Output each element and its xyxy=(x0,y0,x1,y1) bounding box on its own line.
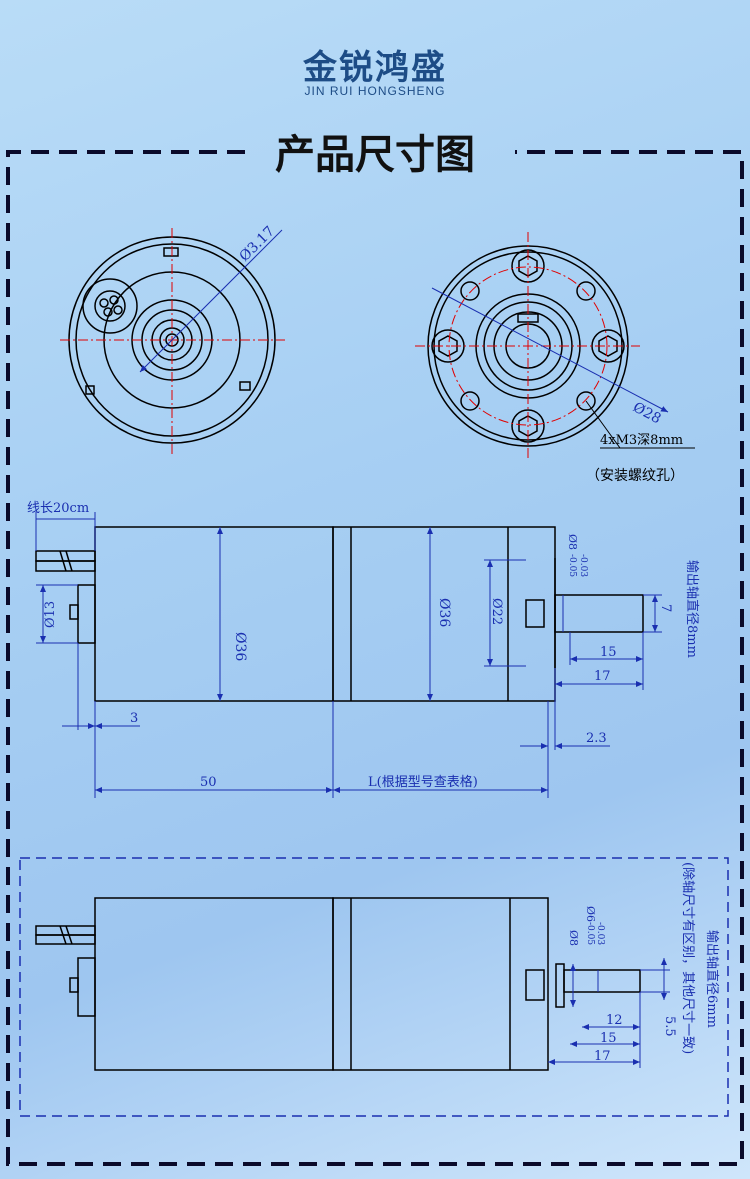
motor-length-label: 50 xyxy=(200,775,217,790)
rear-diameter-label: Ø3.17 xyxy=(237,223,278,264)
offset-3-label: 3 xyxy=(130,711,138,726)
len-17-label: 17 xyxy=(594,1049,611,1064)
front-diameter-leader xyxy=(431,287,669,413)
front-center-lines xyxy=(415,232,640,460)
brand-logo-en: JIN RUI HONGSHENG xyxy=(304,84,446,98)
offset-2-3-label: 2.3 xyxy=(586,731,607,746)
rear-diameter-leader xyxy=(139,229,283,373)
shaft-tol-upper-label: -0.03 xyxy=(578,554,588,577)
rear-center-lines xyxy=(60,228,285,455)
side-view-8mm-dims xyxy=(35,512,662,798)
boss-8-label: Ø8 xyxy=(567,930,580,946)
bearing-diameter-label: Ø13 xyxy=(43,601,58,628)
body-diameter-right-label: Ø36 xyxy=(436,598,452,627)
screw-leader xyxy=(585,400,621,449)
shaft-6mm-note: 输出轴直径6mm xyxy=(704,930,720,1028)
flat-label: 7 xyxy=(658,604,673,612)
shaft-6-tol-upper-label: -0.03 xyxy=(595,922,605,945)
side-view-6mm xyxy=(35,897,641,1071)
shaft-len-17-label: 17 xyxy=(594,669,611,684)
shaft-tol-lower-label: -0.05 xyxy=(567,554,577,577)
shaft-6-diameter-label: Ø6 xyxy=(584,906,597,922)
shaft-6mm-subnote: (除轴尺寸有区别，其他尺寸一致) xyxy=(680,862,695,1054)
outer-frame xyxy=(6,150,744,1166)
len-15-label: 15 xyxy=(600,1031,617,1046)
len-12-label: 12 xyxy=(606,1013,623,1028)
inner-frame xyxy=(19,857,729,1117)
shaft-6-tol-lower-label: -0.05 xyxy=(585,922,595,945)
side-view-6mm-dims xyxy=(548,958,670,1068)
gear-length-label: L(根据型号查表格) xyxy=(368,774,478,790)
shaft-len-15-label: 15 xyxy=(600,645,617,660)
screw-spec-label: 4xM3深8mm xyxy=(600,433,683,448)
side-view-8mm xyxy=(35,526,644,702)
front-diameter-label: Ø28 xyxy=(630,399,663,427)
boss-diameter-label: Ø22 xyxy=(489,598,504,625)
shaft-8mm-note: 输出轴直径8mm xyxy=(684,560,700,658)
body-diameter-left-label: Ø36 xyxy=(232,632,248,661)
page-title: 产品尺寸图 xyxy=(275,132,475,178)
brand-logo-cn: 金锐鸿盛 xyxy=(303,48,447,88)
shaft-diameter-label: Ø8 xyxy=(566,534,579,550)
screw-note-label: （安装螺纹孔） xyxy=(586,468,684,484)
wire-length-label: 线长20cm xyxy=(27,501,89,516)
flat-5-5-label: 5.5 xyxy=(662,1016,677,1037)
